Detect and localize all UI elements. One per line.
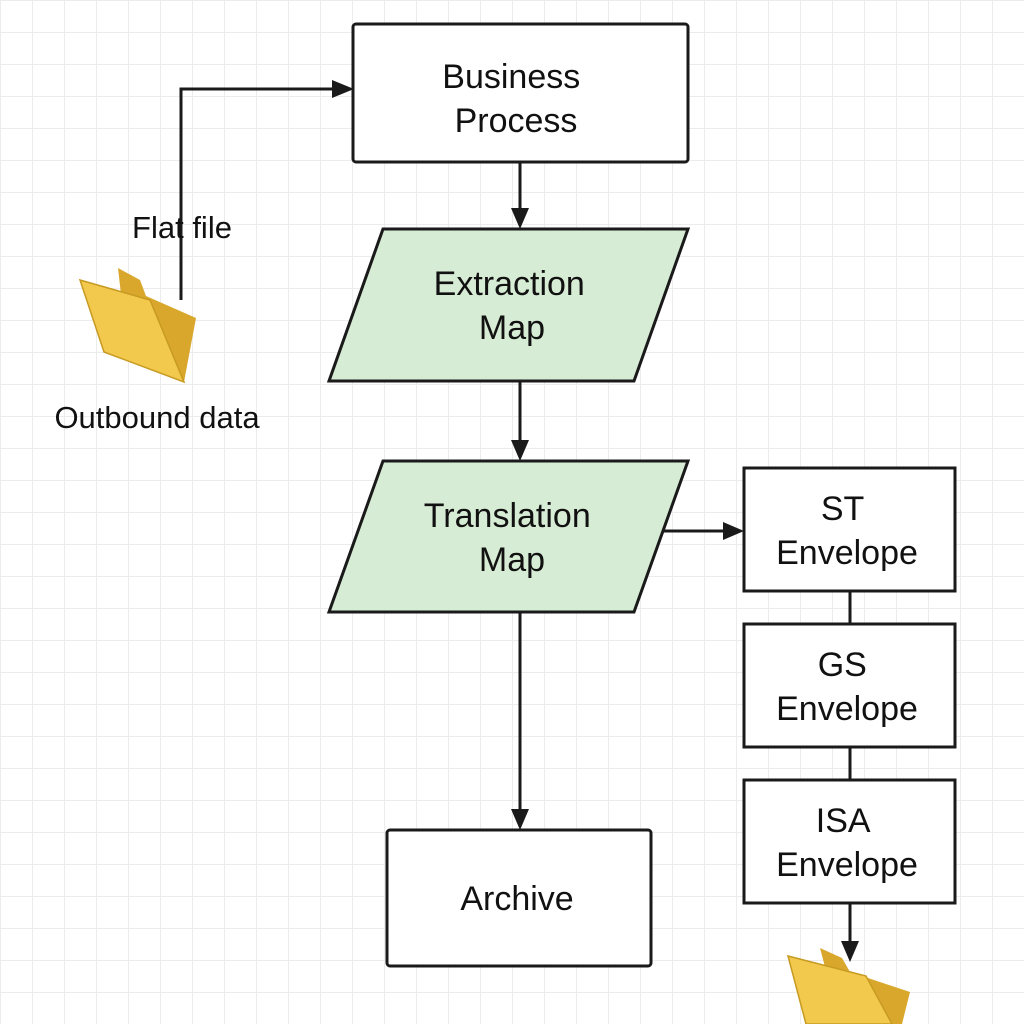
flat-file-label: Flat file xyxy=(132,210,232,245)
gs-envelope-label: GS Envelope xyxy=(776,646,918,728)
node-business-process[interactable]: Business Process xyxy=(351,22,690,164)
folder-front xyxy=(80,280,184,382)
translation-map-label-line-1: Translation xyxy=(424,497,591,535)
arrowhead xyxy=(511,440,529,461)
business-process-label-line-2: Process xyxy=(455,102,578,140)
gs-envelope-label-line-1: GS xyxy=(818,646,867,684)
isa-envelope-box xyxy=(742,778,957,905)
output-folder-icon[interactable] xyxy=(786,948,910,1024)
isa-envelope-label-line-1: ISA xyxy=(816,802,871,840)
node-archive[interactable]: Archive xyxy=(385,828,653,968)
outbound-data-folder-icon[interactable] xyxy=(78,268,196,384)
isa-envelope-label-line-2: Envelope xyxy=(776,846,918,884)
arrowhead xyxy=(841,941,859,962)
arrowhead xyxy=(723,522,744,540)
archive-label-line-1: Archive xyxy=(460,880,573,918)
outbound-data-label: Outbound data xyxy=(54,400,260,435)
node-st-envelope[interactable]: ST Envelope xyxy=(742,466,957,593)
translation-map-label: Translation Map xyxy=(424,497,600,579)
translation-map-shape xyxy=(326,459,691,614)
business-process-label: Business Process xyxy=(442,58,589,140)
extraction-map-label-line-2: Map xyxy=(479,309,545,347)
business-process-label-line-1: Business xyxy=(442,58,580,96)
gs-envelope-label-line-2: Envelope xyxy=(776,690,918,728)
st-envelope-label: ST Envelope xyxy=(776,490,918,572)
translation-map-label-line-2: Map xyxy=(479,541,545,579)
folder-front xyxy=(788,956,892,1024)
connectors xyxy=(179,80,859,962)
arrowhead xyxy=(511,208,529,229)
edge-flatfile-to-business-process xyxy=(179,87,334,300)
st-envelope-label-line-2: Envelope xyxy=(776,534,918,572)
node-isa-envelope[interactable]: ISA Envelope xyxy=(742,778,957,905)
extraction-map-label-line-1: Extraction xyxy=(434,265,585,303)
folder-outline xyxy=(786,954,893,1024)
archive-box xyxy=(385,828,653,968)
st-envelope-box xyxy=(742,466,957,593)
node-translation-map[interactable]: Translation Map xyxy=(326,459,691,614)
extraction-map-shape xyxy=(326,227,691,383)
folder-outline xyxy=(78,278,186,384)
arrowhead xyxy=(511,809,529,830)
extraction-map-label: Extraction Map xyxy=(434,265,595,347)
node-extraction-map[interactable]: Extraction Map xyxy=(326,227,691,383)
node-gs-envelope[interactable]: GS Envelope xyxy=(742,622,957,749)
business-process-box xyxy=(351,22,690,164)
gs-envelope-box xyxy=(742,622,957,749)
arrowhead xyxy=(332,80,354,98)
archive-label: Archive xyxy=(460,880,573,918)
isa-envelope-label: ISA Envelope xyxy=(776,802,918,884)
st-envelope-label-line-1: ST xyxy=(821,490,864,528)
